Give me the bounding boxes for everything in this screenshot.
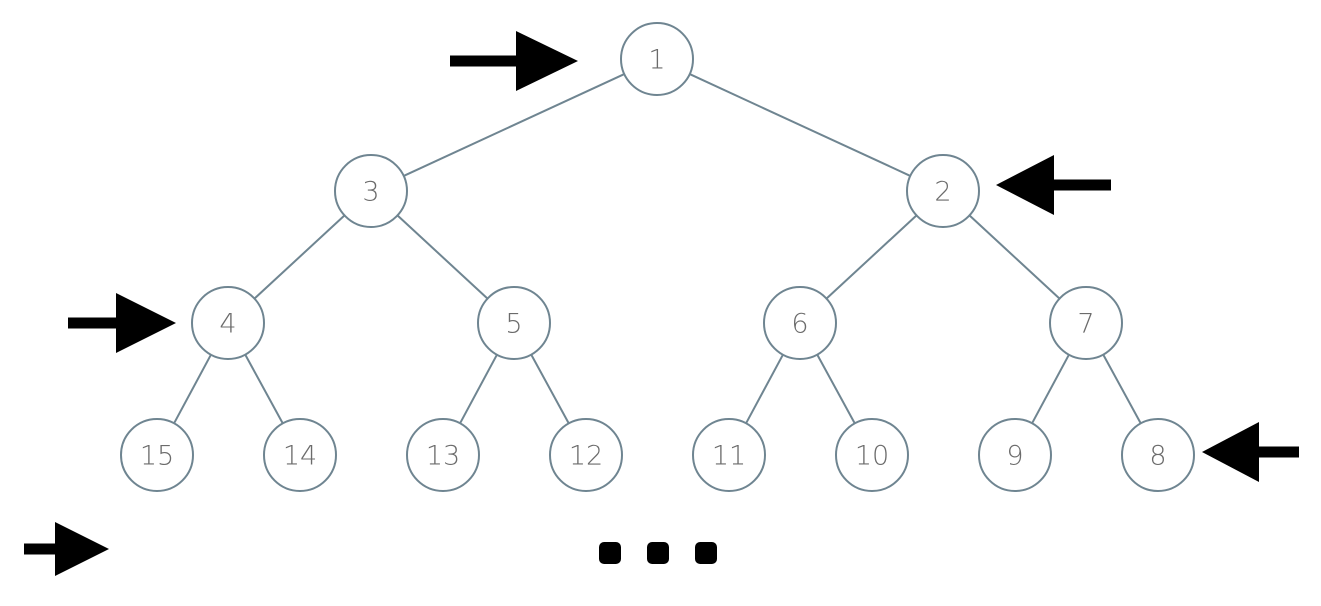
arrow-left-icon [996, 155, 1111, 215]
arrow-head [1202, 422, 1259, 482]
arrow-right-icon [450, 31, 578, 91]
tree-node-label: 4 [219, 309, 236, 340]
continuation-ellipsis [599, 542, 717, 564]
tree-node-15: 15 [120, 418, 194, 492]
tree-node-circle [906, 154, 980, 228]
arrow-left-icon [1202, 422, 1299, 482]
tree-node-label: 11 [712, 441, 746, 472]
tree-edge-1-3 [403, 73, 625, 177]
tree-node-circle [763, 286, 837, 360]
arrow-head [116, 293, 176, 353]
tree-node-circle [406, 418, 480, 492]
tree-node-circle [1121, 418, 1195, 492]
ellipsis-dot-icon [695, 542, 717, 564]
tree-node-label: 3 [362, 177, 379, 208]
tree-node-label: 15 [140, 441, 174, 472]
tree-edge-6-11 [745, 354, 784, 424]
arrow-head [55, 522, 109, 576]
tree-edge-4-15 [173, 354, 212, 424]
tree-node-5: 5 [477, 286, 551, 360]
tree-node-4: 4 [191, 286, 265, 360]
arrow-right-icon [68, 293, 176, 353]
tree-node-14: 14 [263, 418, 337, 492]
tree-node-circle [477, 286, 551, 360]
tree-node-circle [620, 22, 694, 96]
tree-node-1: 1 [620, 22, 694, 96]
tree-node-circle [263, 418, 337, 492]
tree-node-2: 2 [906, 154, 980, 228]
tree-edge-1-2 [689, 73, 911, 177]
arrow-head [996, 155, 1054, 215]
tree-node-12: 12 [549, 418, 623, 492]
tree-node-label: 1 [648, 45, 665, 76]
traversal-direction-arrows [24, 31, 1299, 576]
tree-edge-5-13 [459, 354, 498, 424]
tree-node-circle [692, 418, 766, 492]
tree-node-label: 7 [1077, 309, 1094, 340]
tree-node-9: 9 [978, 418, 1052, 492]
tree-node-label: 13 [426, 441, 460, 472]
tree-node-circle [1049, 286, 1123, 360]
tree-node-label: 5 [505, 309, 522, 340]
ellipsis-dot-icon [599, 542, 621, 564]
tree-edge-5-12 [530, 354, 570, 424]
tree-edge-3-5 [396, 214, 489, 300]
tree-node-label: 2 [934, 177, 951, 208]
tree-node-label: 14 [283, 441, 317, 472]
tree-node-8: 8 [1121, 418, 1195, 492]
tree-node-6: 6 [763, 286, 837, 360]
tree-node-label: 10 [855, 441, 889, 472]
tree-edges [173, 73, 1142, 424]
tree-node-label: 9 [1006, 441, 1023, 472]
tree-edge-7-8 [1102, 354, 1142, 424]
tree-node-11: 11 [692, 418, 766, 492]
tree-edge-4-14 [244, 354, 284, 424]
tree-edge-7-9 [1031, 354, 1070, 424]
tree-edge-6-10 [816, 354, 856, 424]
tree-node-circle [191, 286, 265, 360]
arrow-right-icon [24, 522, 109, 576]
tree-edge-3-4 [253, 214, 346, 300]
ellipsis-dot-icon [647, 542, 669, 564]
tree-edge-2-6 [825, 214, 918, 300]
tree-node-label: 6 [791, 309, 808, 340]
tree-node-circle [978, 418, 1052, 492]
tree-node-13: 13 [406, 418, 480, 492]
tree-node-circle [120, 418, 194, 492]
arrow-head [516, 31, 578, 91]
tree-node-7: 7 [1049, 286, 1123, 360]
tree-node-10: 10 [835, 418, 909, 492]
tree-node-circle [334, 154, 408, 228]
tree-node-label: 8 [1149, 441, 1166, 472]
tree-node-label: 12 [569, 441, 603, 472]
tree-node-circle [835, 418, 909, 492]
tree-node-circle [549, 418, 623, 492]
tree-edge-2-7 [968, 214, 1061, 300]
tree-node-3: 3 [334, 154, 408, 228]
